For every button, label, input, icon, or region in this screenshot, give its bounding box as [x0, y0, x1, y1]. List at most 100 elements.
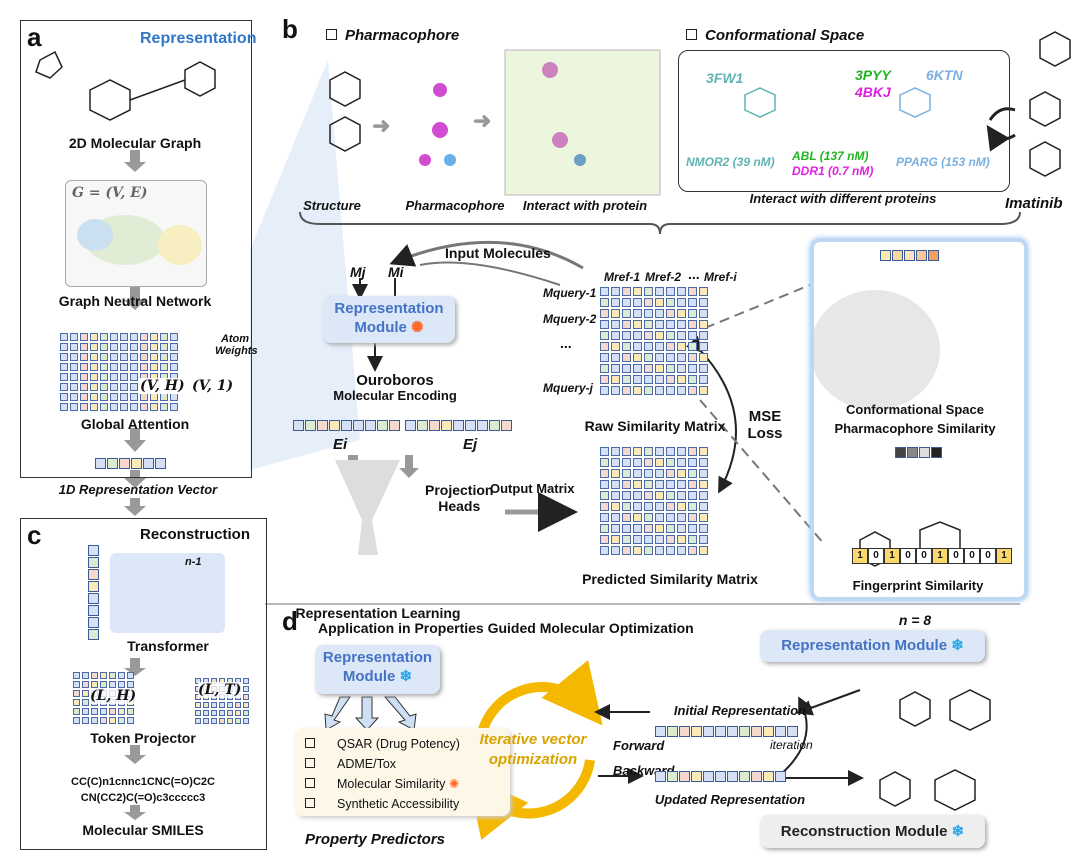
- fingerprint-bit: 0: [900, 548, 916, 564]
- matrix-cell: [140, 333, 148, 341]
- matrix-cell: [73, 717, 80, 724]
- matrix-cell: [666, 513, 675, 522]
- checkbox-icon: [305, 798, 315, 808]
- vector-cell: [441, 420, 452, 431]
- vector-cell: [293, 420, 304, 431]
- matrix-cell: [90, 393, 98, 401]
- matrix-cell: [90, 343, 98, 351]
- matrix-cell: [211, 718, 217, 724]
- matrix-cell: [644, 480, 653, 489]
- matrix-cell: [633, 375, 642, 384]
- vector-cell: [329, 420, 340, 431]
- vh-label: (V, H): [140, 378, 185, 394]
- matrix-cell: [150, 353, 158, 361]
- matrix-cell: [600, 458, 609, 467]
- matrix-cell: [688, 458, 697, 467]
- matrix-cell: [688, 386, 697, 395]
- matrix-cell: [611, 546, 620, 555]
- matrix-cell: [622, 535, 631, 544]
- matrix-cell: [655, 546, 664, 555]
- matrix-cell: [140, 363, 148, 371]
- matrix-cell: [600, 469, 609, 478]
- n-label: n = 8: [898, 612, 932, 628]
- panel-a-box: [20, 20, 252, 478]
- matrix-cell: [699, 502, 708, 511]
- matrix-cell: [600, 480, 609, 489]
- matrix-cell: [633, 364, 642, 373]
- matrix-cell: [644, 364, 653, 373]
- global-attention-label: Global Attention: [80, 416, 190, 432]
- matrix-cell: [100, 353, 108, 361]
- matrix-cell: [666, 491, 675, 500]
- fingerprint-bit: 0: [948, 548, 964, 564]
- matrix-cell: [120, 343, 128, 351]
- matrix-cell: [677, 513, 686, 522]
- matrix-cell: [140, 343, 148, 351]
- matrix-cell: [130, 383, 138, 391]
- gnn-label: Graph Neutral Network: [58, 293, 212, 309]
- vector-cell: [88, 569, 99, 580]
- fingerprint-label: Fingerprint Similarity: [852, 578, 984, 593]
- matrix-cell: [633, 353, 642, 362]
- updated-vector: [655, 771, 786, 782]
- matrix-cell: [70, 333, 78, 341]
- vector-cell: [691, 726, 702, 737]
- matrix-cell: [622, 469, 631, 478]
- attention-matrix: [60, 333, 178, 411]
- matrix-cell: [90, 353, 98, 361]
- matrix-cell: [140, 403, 148, 411]
- matrix-cell: [130, 353, 138, 361]
- smiles-label: Molecular SMILES: [82, 822, 204, 838]
- vector-cell: [365, 420, 376, 431]
- similarity-box: [810, 238, 1028, 601]
- vector-cell: [679, 726, 690, 737]
- matrix-cell: [699, 480, 708, 489]
- vector-cell: [88, 593, 99, 604]
- matrix-cell: [666, 309, 675, 318]
- matrix-cell: [699, 524, 708, 533]
- rep-learning-label: Representation Learning: [295, 605, 461, 621]
- vector-cell: [667, 771, 678, 782]
- predictor-item: Molecular Similarity ✺: [305, 774, 510, 794]
- matrix-cell: [611, 298, 620, 307]
- matrix-cell: [60, 343, 68, 351]
- predictor-item: QSAR (Drug Potency): [305, 734, 510, 754]
- matrix-cell: [600, 491, 609, 500]
- matrix-cell: [666, 287, 675, 296]
- matrix-cell: [611, 375, 620, 384]
- ref-ellipsis: ...: [688, 266, 700, 282]
- matrix-cell: [160, 353, 168, 361]
- encoding-label: Molecular Encoding: [333, 388, 457, 403]
- matrix-cell: [633, 458, 642, 467]
- graph-formula: G = (V, E): [72, 185, 148, 201]
- matrix-cell: [666, 386, 675, 395]
- matrix-cell: [611, 331, 620, 340]
- matrix-cell: [655, 353, 664, 362]
- vector-cell: [751, 726, 762, 737]
- transformer-label: Transformer: [127, 638, 209, 654]
- matrix-cell: [160, 393, 168, 401]
- matrix-cell: [170, 343, 178, 351]
- matrix-cell: [82, 717, 89, 724]
- vector-cell: [88, 617, 99, 628]
- raw-similarity-matrix: [600, 287, 708, 395]
- checkbox-icon: [305, 778, 315, 788]
- matrix-cell: [80, 393, 88, 401]
- target-nmor2: NMOR2 (39 nM): [686, 155, 775, 169]
- matrix-cell: [677, 386, 686, 395]
- matrix-cell: [243, 710, 249, 716]
- vector-cell: [317, 420, 328, 431]
- fingerprint-bit: 0: [916, 548, 932, 564]
- matrix-cell: [611, 535, 620, 544]
- matrix-cell: [118, 717, 125, 724]
- matrix-cell: [73, 672, 80, 679]
- input-token-vector: [88, 545, 99, 640]
- step-pharmacophore: Pharmacophore: [405, 198, 505, 213]
- matrix-cell: [633, 491, 642, 500]
- matrix-cell: [699, 309, 708, 318]
- vector-cell: [655, 726, 666, 737]
- matrix-cell: [644, 524, 653, 533]
- matrix-cell: [633, 535, 642, 544]
